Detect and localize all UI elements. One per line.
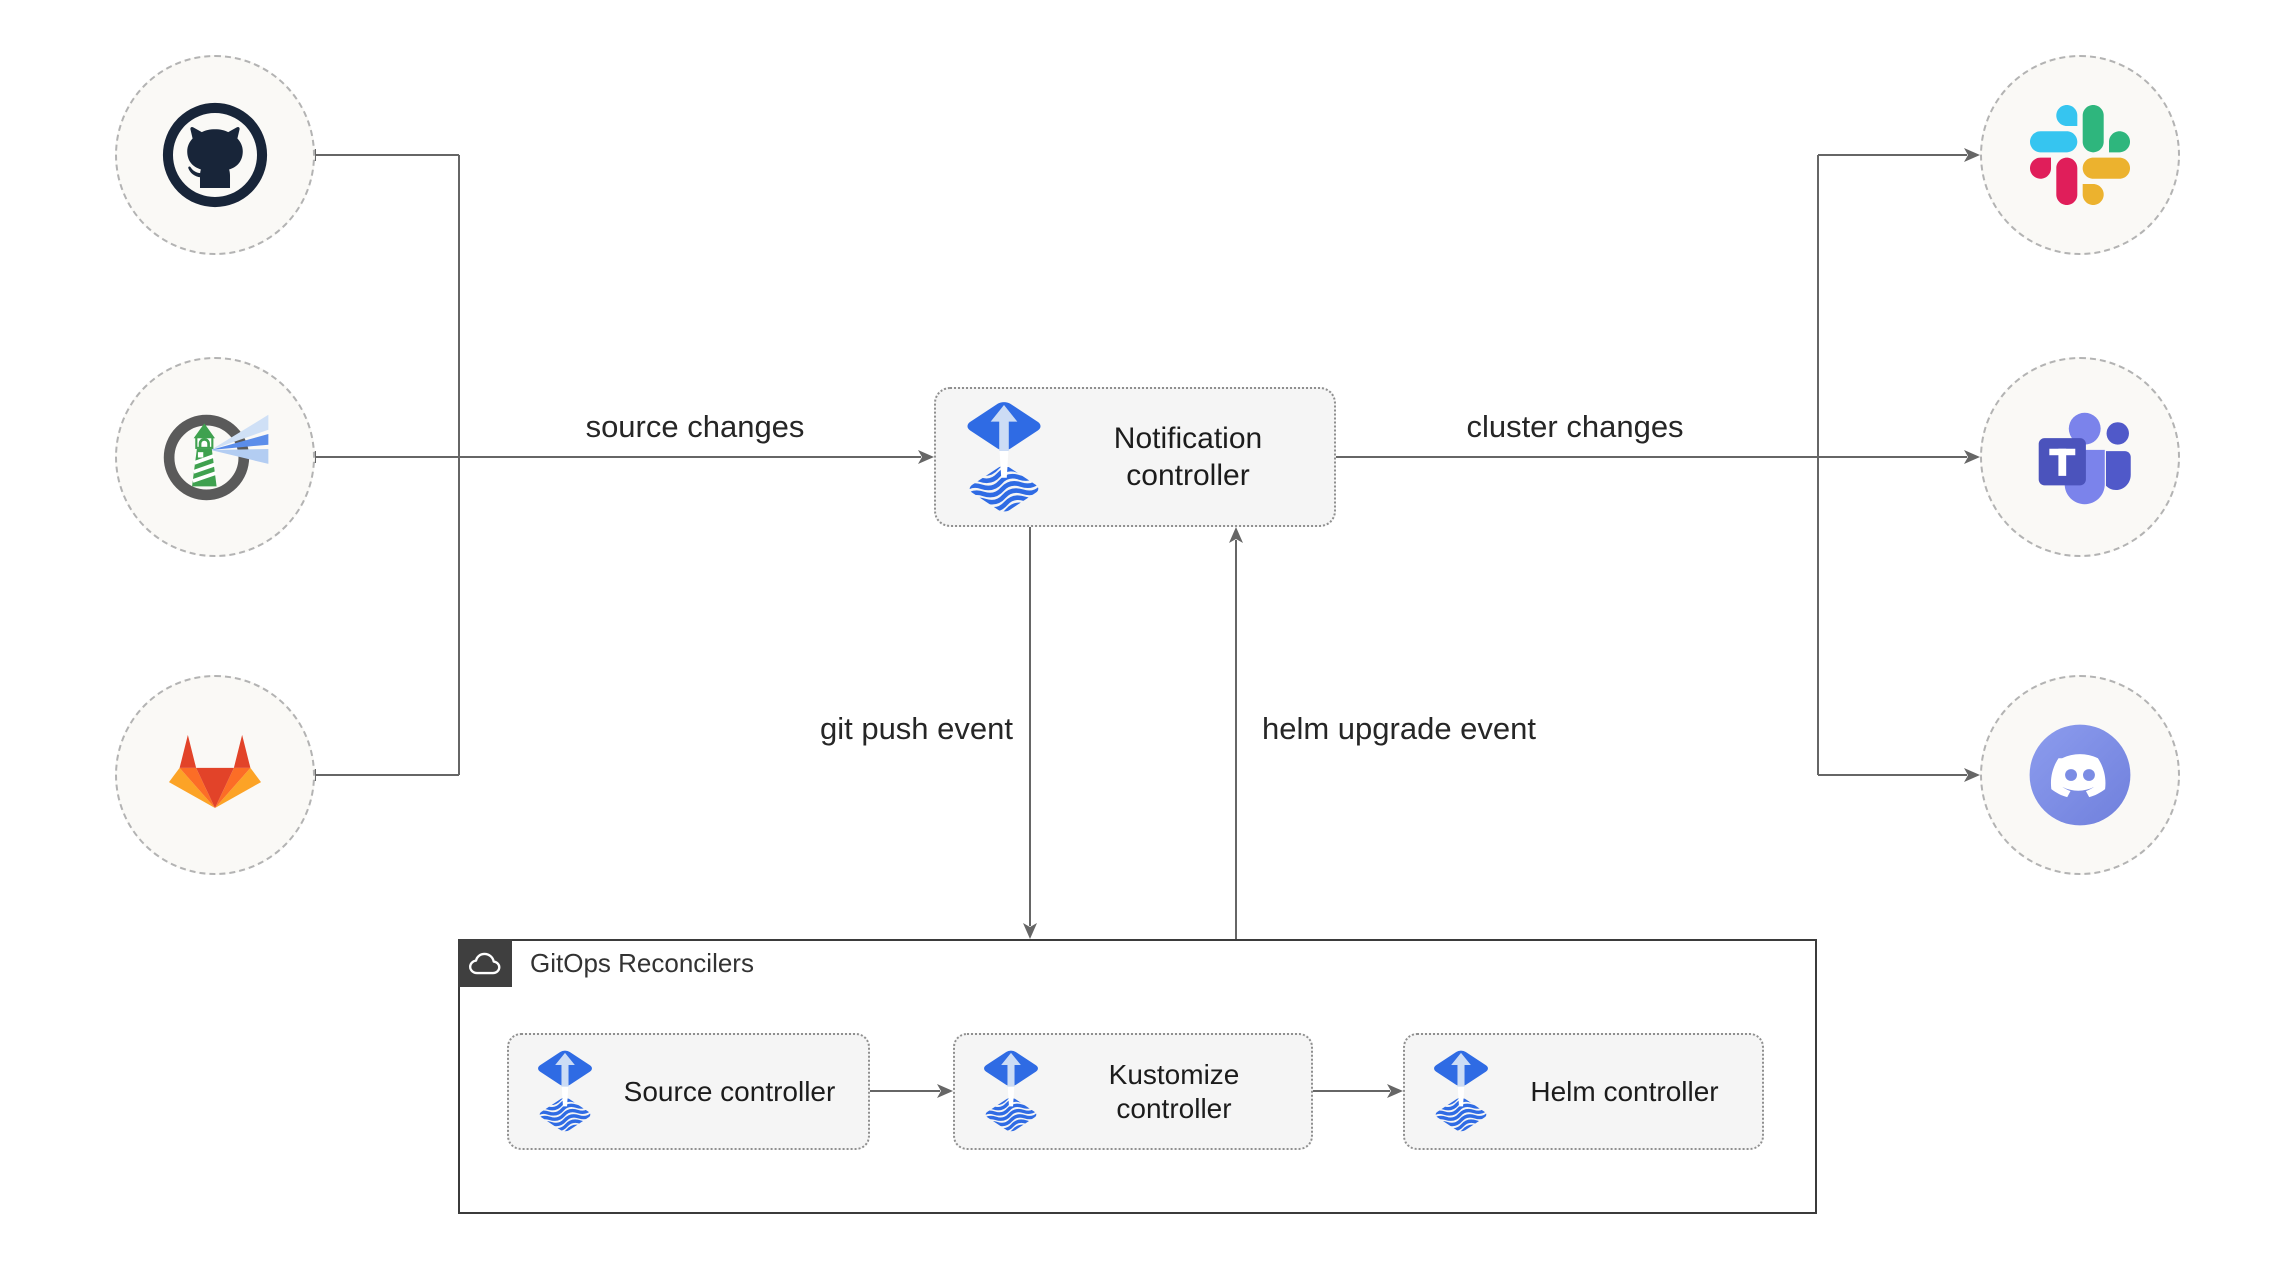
flux-icon <box>958 393 1050 522</box>
node-gitlab <box>115 675 315 875</box>
flux-icon <box>1427 1044 1495 1139</box>
teams-icon <box>2021 398 2139 516</box>
gitlab-icon <box>156 716 274 834</box>
arrowhead-into-discord <box>1964 768 1980 782</box>
node-kustomize-controller: Kustomize controller <box>953 1033 1313 1150</box>
node-helm-controller: Helm controller <box>1403 1033 1764 1150</box>
source-controller-label: Source controller <box>623 1075 836 1107</box>
node-notification-controller: Notification controller <box>934 387 1336 527</box>
node-discord <box>1980 675 2180 875</box>
helm-controller-label: Helm controller <box>1530 1075 1719 1107</box>
edge-label-helm-upgrade-event: helm upgrade event <box>1262 711 1537 746</box>
edge-label-source-changes: source changes <box>585 409 805 444</box>
arrowhead-into-slack <box>1964 148 1980 162</box>
node-github <box>115 55 315 255</box>
node-teams <box>1980 357 2180 557</box>
flux-icon <box>977 1044 1045 1139</box>
edge-label-cluster-changes: cluster changes <box>1466 409 1684 444</box>
node-slack <box>1980 55 2180 255</box>
arrowhead-git-push <box>1023 923 1037 939</box>
notification-controller-label: Notification controller <box>1113 422 1263 492</box>
cloud-icon <box>467 950 503 977</box>
arrowhead-helm-upgrade <box>1229 527 1243 543</box>
kustomize-controller-label: Kustomize controller <box>1108 1058 1240 1124</box>
arrowhead-into-teams <box>1964 450 1980 464</box>
edge-label-git-push-event: git push event <box>819 711 1013 746</box>
gitops-container-title: GitOps Reconcilers <box>530 948 754 978</box>
node-harbor <box>115 357 315 557</box>
discord-icon <box>2024 719 2136 831</box>
node-source-controller: Source controller <box>507 1033 870 1150</box>
github-icon <box>159 99 271 211</box>
flux-icon <box>531 1044 599 1139</box>
arrowhead-into-notification <box>918 450 934 464</box>
gitops-container-badge <box>458 939 512 987</box>
slack-icon <box>2030 105 2130 205</box>
harbor-icon <box>153 402 277 513</box>
